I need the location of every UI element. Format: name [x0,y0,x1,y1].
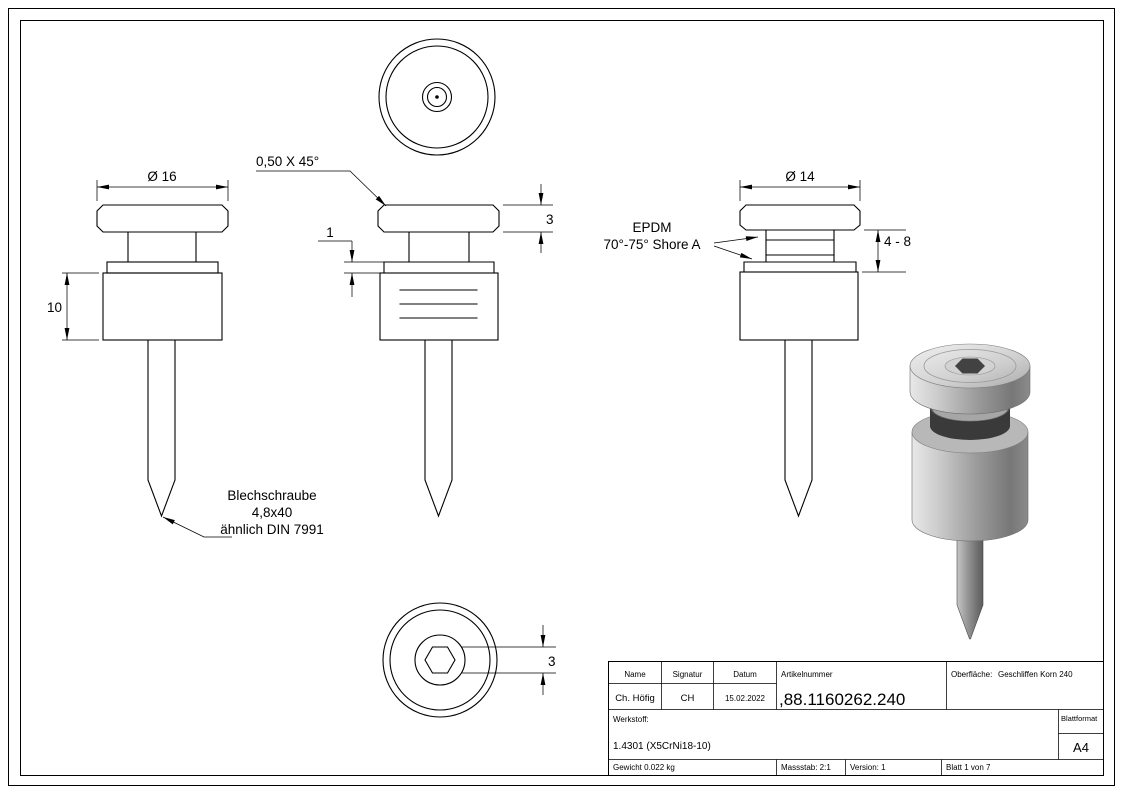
titleblock-header-artikelnummer: Artikelnummer [781,670,833,679]
titleblock-article-number: ,88.1160262.240 [779,690,905,709]
flange-outline [383,261,495,274]
flange-outline [743,261,857,273]
cap-outline [377,204,500,233]
bottom-outer-circle [382,602,498,718]
dim-body-height: 10 [47,300,62,315]
inner-border [20,20,1104,776]
titleblock-blattformat-label: Blattformat [1061,714,1098,723]
titleblock-werkstoff-label: Werkstoff: [613,715,649,724]
dim-diameter-16: Ø 16 [147,169,176,184]
dim-washer: 1 [326,225,334,240]
epdm-leader-2 [713,245,753,260]
title-block: Name Signatur Datum Artikelnummer Oberfl… [608,661,1104,776]
flange-outline [106,261,219,274]
dim-clamp-range: 4 - 8 [884,234,911,249]
neck-outline [127,231,197,263]
view-bottom: 3 [382,602,556,718]
titleblock-massstab: Massstab: 2:1 [781,763,831,772]
top-pilot-circle [426,86,448,108]
neck-outline [408,231,470,263]
titleblock-gewicht: Gewicht 0.022 kg [613,763,675,772]
top-inner-circle [421,81,453,113]
titleblock-header-datum: Datum [733,670,757,679]
top-chamfer-circle [385,45,489,149]
cap-outline [739,204,861,231]
epdm-washer-lines [765,239,835,256]
render-hex-socket [955,358,985,374]
chamfer-note: 0,50 X 45° [256,154,319,169]
titleblock-blattformat-value: A4 [1073,740,1089,755]
dim-hex-socket: 3 [548,654,556,669]
dim-diameter-14: Ø 14 [785,169,815,184]
titleblock-header-name: Name [624,670,646,679]
screw-outline [424,339,453,518]
outer-border [8,8,1115,786]
screw-note-line1: Blechschraube [227,488,316,503]
body-outline [379,272,499,341]
chamfer-leader [256,170,387,207]
titleblock-version: Version: 1 [850,763,886,772]
titleblock-header-signatur: Signatur [673,670,703,679]
titleblock-value-name: Ch. Höfig [615,693,655,704]
titleblock-oberflaeche-label: Oberfläche: [951,670,992,679]
titleblock-blatt: Blatt 1 von 7 [946,763,991,772]
titleblock-oberflaeche-value: Geschliffen Korn 240 [998,670,1073,679]
bottom-chamfer-circle [389,609,491,711]
sheet-frame [8,8,1115,786]
top-outer-circle [378,38,496,156]
neck-outline [765,229,835,263]
screw-note-line2: 4,8x40 [252,505,293,520]
top-center-dot [435,95,439,99]
view-front-left: Ø 16 10 Blechschraube 4,8x40 ähnlich DIN… [47,169,324,538]
body-grip-lines [399,289,478,319]
view-front-middle: 0,50 X 45° 3 1 [256,154,554,518]
render-cap-ring [923,349,1017,383]
view-top [378,38,496,156]
titleblock-border [608,661,1104,776]
epdm-leader-1 [713,236,759,244]
dim-cap-height: 3 [546,212,554,227]
hex-socket [424,646,456,674]
cap-outline [96,204,229,233]
render-3d [909,343,1031,640]
body-outline [102,272,223,341]
epdm-note-line2: 70°-75° Shore A [603,237,700,252]
view-front-right: Ø 14 EPDM 70°-75° Shore A 4 - 8 [603,169,911,518]
screw-note-leader [162,516,232,538]
screw-note-line3: ähnlich DIN 7991 [220,522,324,537]
epdm-note-line1: EPDM [632,220,671,235]
titleblock-value-signatur: CH [681,693,695,704]
titleblock-value-datum: 15.02.2022 [725,694,766,703]
bottom-recess-circle [414,634,466,686]
render-body [911,431,1029,542]
titleblock-werkstoff-value: 1.4301 (X5CrNi18-10) [613,741,711,752]
body-outline [739,271,859,341]
screw-outline [147,339,176,518]
screw-outline [784,339,813,518]
